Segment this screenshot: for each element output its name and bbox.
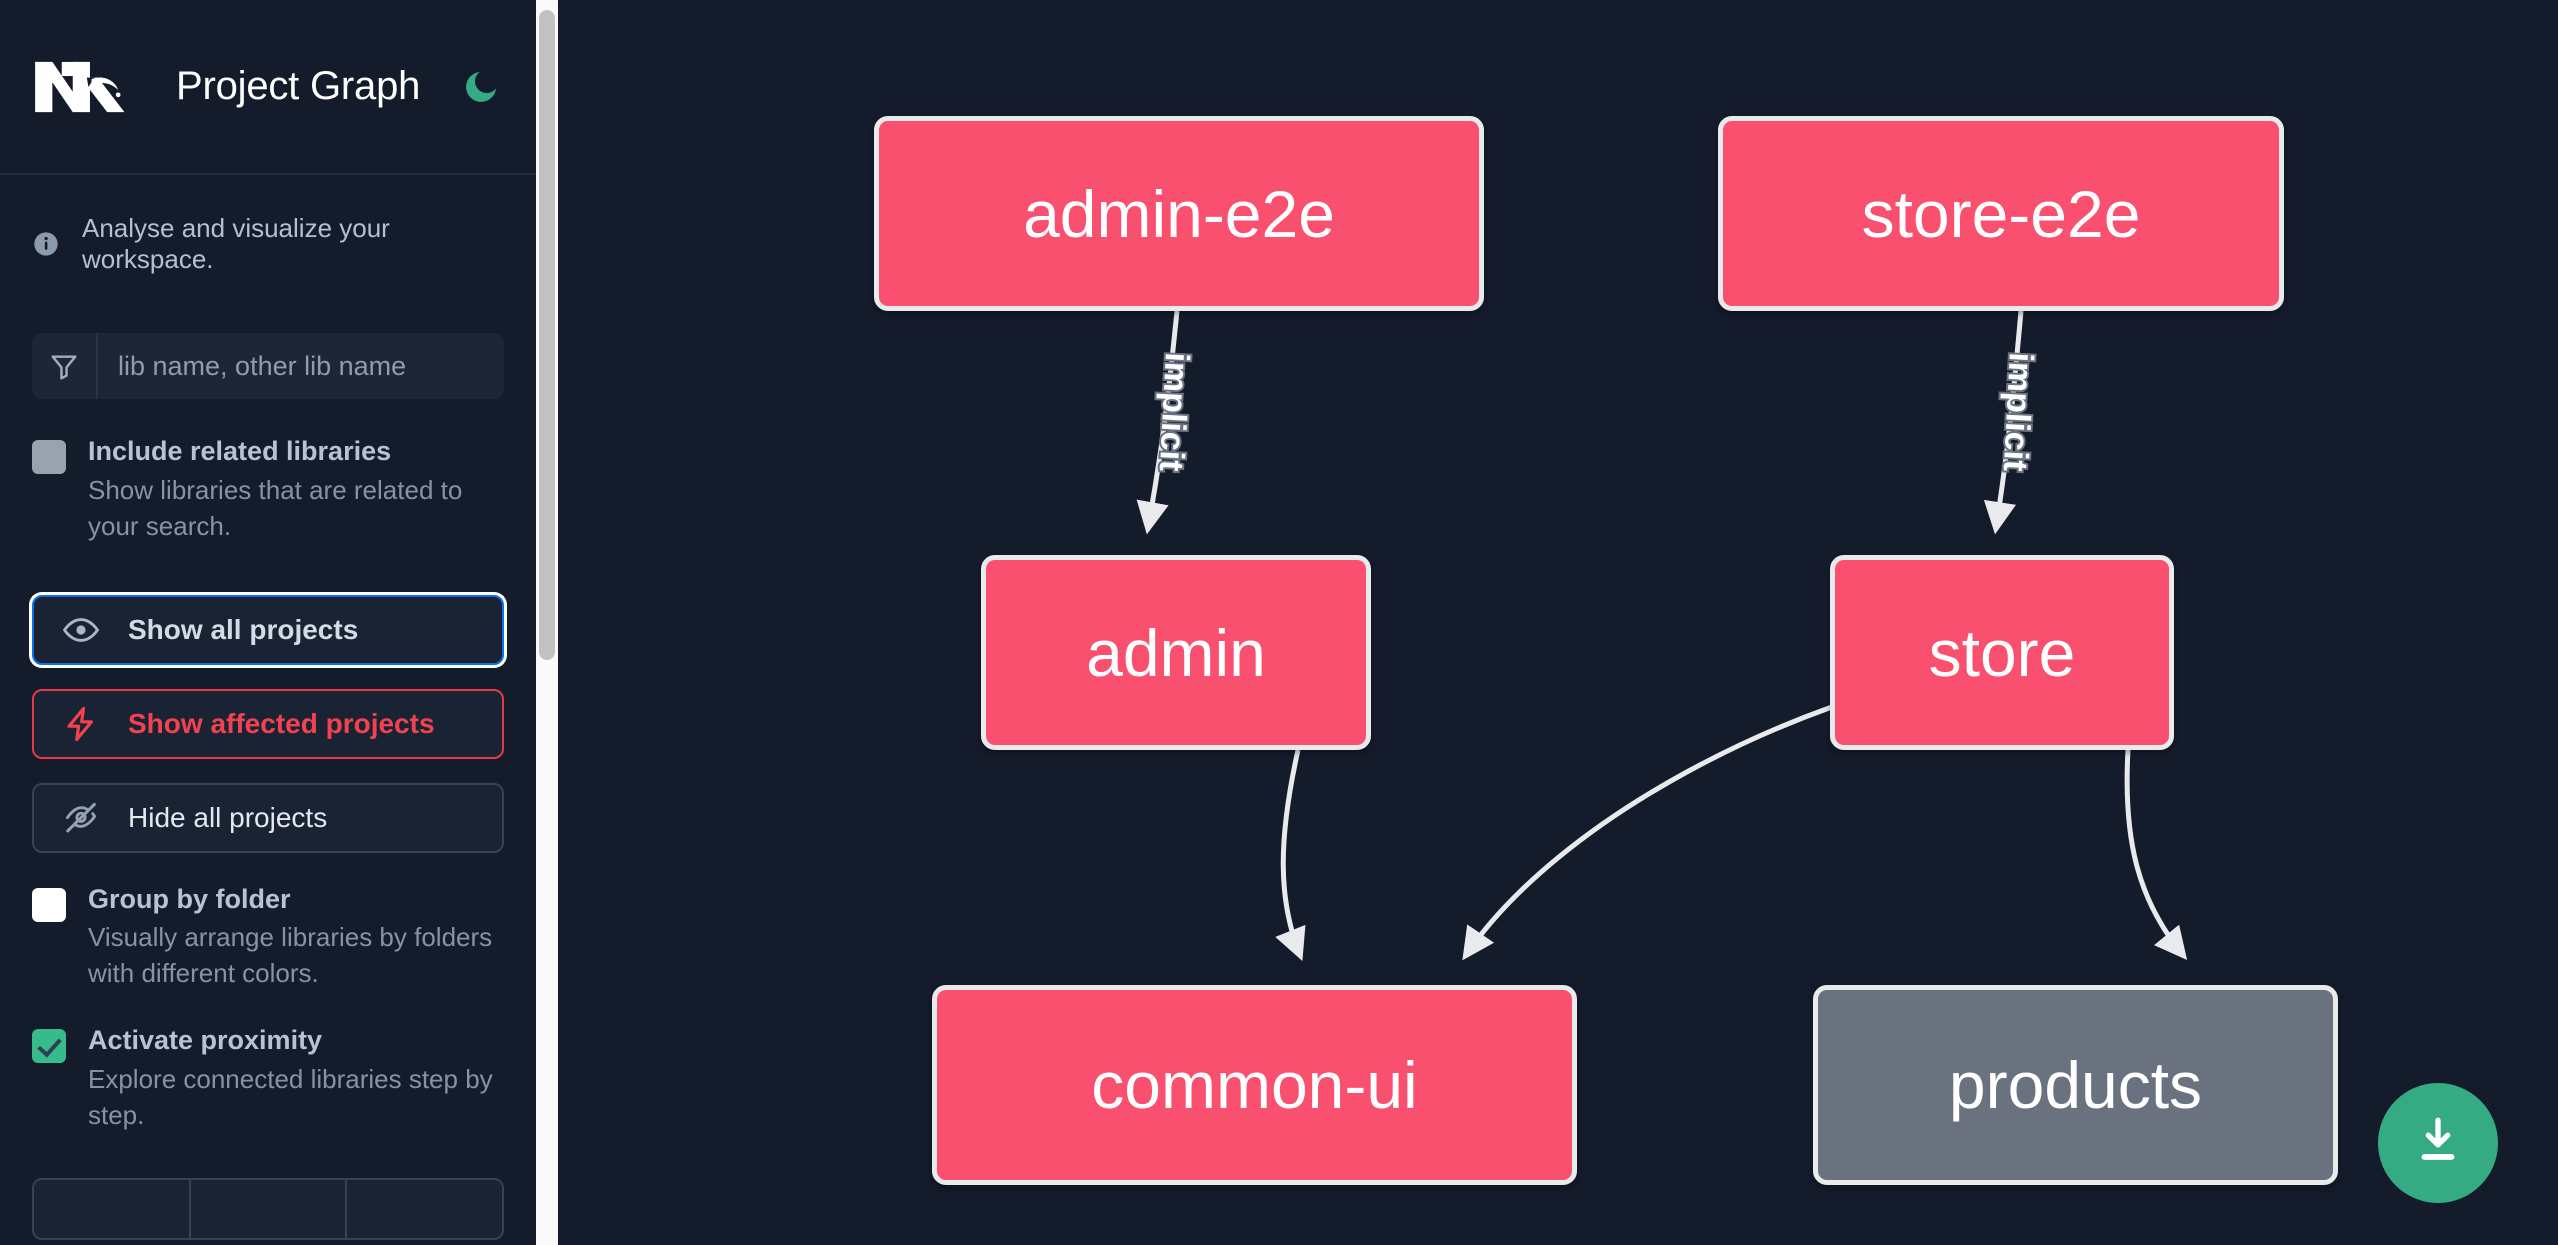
filter-search-input[interactable]	[98, 333, 504, 399]
edge-label-admin-implicit: implicit	[1150, 350, 1198, 475]
graph-node-store-e2e[interactable]: store-e2e	[1718, 116, 2284, 311]
eye-off-icon	[62, 798, 102, 838]
sidebar-scroll-area: Project Graph Analy	[0, 0, 536, 1245]
checkbox-text-group: Group by folder Visually arrange librari…	[88, 883, 504, 993]
action-button-group: Show all projects Show affected projects	[32, 594, 504, 853]
checkbox-include-related-libraries[interactable]: Include related libraries Show libraries…	[32, 435, 504, 545]
graph-node-admin[interactable]: admin	[981, 555, 1371, 750]
proximity-segmented-control[interactable]	[32, 1177, 504, 1240]
checkbox-desc-activate-proximity: Explore connected libraries step by step…	[88, 1063, 493, 1130]
sidebar: Project Graph Analy	[0, 0, 558, 1245]
edge-store-to-products	[2124, 749, 2188, 961]
edge-label-text: implicit	[1996, 352, 2040, 473]
edge-store-e2e-to-store	[1983, 310, 2024, 535]
eye-icon	[62, 610, 102, 650]
sidebar-scrollbar[interactable]	[536, 0, 558, 1245]
graph-node-label: common-ui	[1091, 1048, 1418, 1122]
hide-all-projects-label: Hide all projects	[128, 801, 328, 833]
segment-3[interactable]	[347, 1179, 502, 1238]
checkbox-desc-include-related-libraries: Show libraries that are related to your …	[88, 474, 463, 541]
graph-node-admin-e2e[interactable]: admin-e2e	[874, 116, 1484, 311]
checkbox-desc-group-by-folder: Visually arrange libraries by folders wi…	[88, 922, 493, 989]
checkbox-text-group: Include related libraries Show libraries…	[88, 435, 504, 545]
segment-2[interactable]	[190, 1179, 348, 1238]
checkbox-box-activate-proximity[interactable]	[32, 1029, 66, 1063]
download-icon	[2409, 1112, 2467, 1175]
graph-node-store[interactable]: store	[1830, 555, 2174, 750]
sidebar-header: Project Graph	[0, 0, 536, 175]
graph-node-products[interactable]: products	[1813, 985, 2338, 1185]
checkbox-group-by-folder[interactable]: Group by folder Visually arrange librari…	[32, 883, 504, 993]
edge-admin-to-common-ui	[1275, 749, 1306, 962]
checkbox-box-group-by-folder[interactable]	[32, 887, 66, 922]
graph-node-label: store-e2e	[1861, 176, 2141, 251]
sidebar-body: Analyse and visualize your workspace. In…	[0, 213, 536, 1240]
edge-label-text: implicit	[1152, 352, 1196, 473]
filter-search-box[interactable]	[32, 333, 504, 399]
show-affected-projects-button[interactable]: Show affected projects	[32, 688, 504, 759]
checkbox-box-include-related-libraries[interactable]	[32, 440, 66, 474]
graph-node-label: admin-e2e	[1023, 176, 1335, 251]
sidebar-tagline: Analyse and visualize your workspace.	[32, 213, 504, 275]
checkbox-text-group: Activate proximity Explore connected lib…	[88, 1024, 504, 1134]
checkbox-label-group-by-folder: Group by folder	[88, 883, 291, 914]
download-graph-button[interactable]	[2378, 1083, 2498, 1203]
checkbox-label-activate-proximity: Activate proximity	[88, 1025, 323, 1055]
segment-1[interactable]	[34, 1179, 191, 1238]
graph-node-common-ui[interactable]: common-ui	[932, 985, 1577, 1185]
edge-admin-e2e-to-admin	[1136, 310, 1180, 535]
graph-node-label: admin	[1086, 615, 1266, 690]
nx-logo-icon	[32, 57, 126, 117]
checkbox-label-include-related-libraries: Include related libraries	[88, 436, 392, 466]
graph-canvas[interactable]: implicit implicit admin-e2e store-e2e ad…	[558, 0, 2558, 1245]
graph-node-label: products	[1948, 1048, 2203, 1122]
checkbox-activate-proximity[interactable]: Activate proximity Explore connected lib…	[32, 1024, 504, 1134]
hide-all-projects-button[interactable]: Hide all projects	[32, 782, 504, 853]
info-icon	[32, 230, 60, 258]
moon-icon[interactable]	[458, 64, 504, 110]
lightning-bolt-icon	[62, 704, 102, 744]
graph-node-label: store	[1928, 615, 2076, 690]
funnel-icon	[32, 333, 98, 399]
show-affected-projects-label: Show affected projects	[128, 707, 435, 739]
graph-edges-layer: implicit implicit	[1136, 310, 2188, 962]
page-title: Project Graph	[176, 64, 421, 108]
show-all-projects-label: Show all projects	[128, 613, 359, 645]
show-all-projects-button[interactable]: Show all projects	[32, 594, 504, 665]
sidebar-scrollbar-thumb[interactable]	[539, 10, 555, 660]
sidebar-tagline-text: Analyse and visualize your workspace.	[82, 213, 390, 274]
edge-label-store-implicit: implicit	[1994, 350, 2042, 475]
